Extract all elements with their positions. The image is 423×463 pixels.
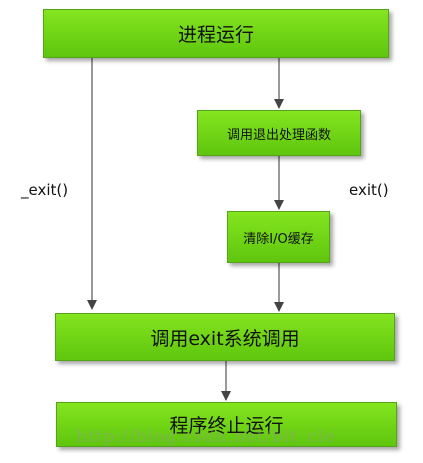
node-process-running: 进程运行 — [43, 9, 389, 58]
node-call-exit-handlers-label: 调用退出处理函数 — [226, 127, 331, 143]
node-process-terminates-label: 程序终止运行 — [169, 415, 284, 437]
node-call-exit-syscall-label: 调用exit系统调用 — [150, 327, 300, 350]
node-flush-io-buffers: 清除I/O缓存 — [227, 211, 330, 263]
node-process-terminates: 程序终止运行 — [56, 402, 397, 447]
node-call-exit-syscall: 调用exit系统调用 — [55, 313, 395, 361]
edge-label-underscore-exit: _exit() — [21, 181, 69, 199]
node-flush-io-buffers-label: 清除I/O缓存 — [243, 231, 314, 247]
edge-label-exit: exit() — [349, 181, 389, 199]
node-call-exit-handlers: 调用退出处理函数 — [197, 110, 361, 156]
watermark: http://blog.csdn.net/bit_cle — [76, 427, 336, 447]
node-process-running-label: 进程运行 — [177, 24, 254, 46]
